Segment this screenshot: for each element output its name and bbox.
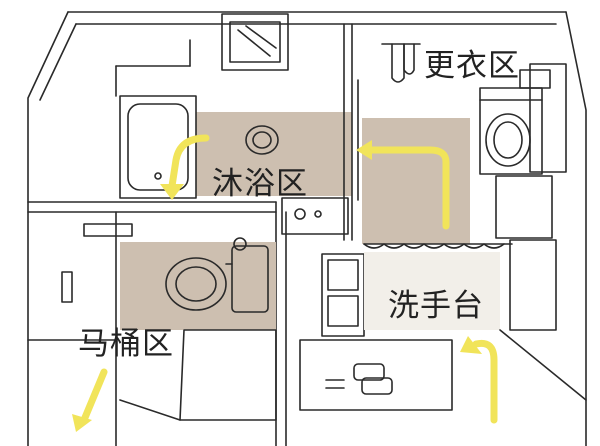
arrow-into-sink: [472, 339, 498, 424]
towel-icon: [381, 43, 421, 83]
sink-icon: [281, 197, 365, 337]
changing-area-label: 更衣区: [424, 48, 520, 84]
glass-partition: [343, 23, 359, 241]
bath-mat-icon: [179, 329, 453, 421]
toilet-area-label: 马桶区: [78, 326, 174, 362]
shelf: [61, 223, 133, 303]
window-icon: [221, 13, 289, 71]
washing-machine-icon: [479, 69, 551, 175]
arrow-heads: [72, 140, 482, 432]
flow-arrows: [80, 134, 498, 424]
lower-walls: [27, 329, 587, 421]
toilet-floor: [120, 242, 276, 330]
shower-area-label: 沐浴区: [212, 166, 308, 202]
outer-walls: [27, 11, 587, 446]
sink-area-label: 洗手台: [388, 288, 484, 324]
side-cabinets: [495, 63, 567, 331]
bathtub-icon: [115, 39, 197, 199]
shower-head-icon: [245, 125, 279, 155]
curtain-rod: [363, 243, 513, 249]
arrow-into-changing: [368, 146, 450, 230]
shower-floor: [196, 112, 352, 196]
sink-floor: [364, 252, 500, 330]
arrow-into-shower: [168, 134, 210, 190]
changing-floor: [362, 118, 470, 244]
arrow-toilet-exit: [80, 368, 108, 424]
slippers-icon: [353, 363, 393, 395]
toilet-icon: [165, 237, 269, 313]
